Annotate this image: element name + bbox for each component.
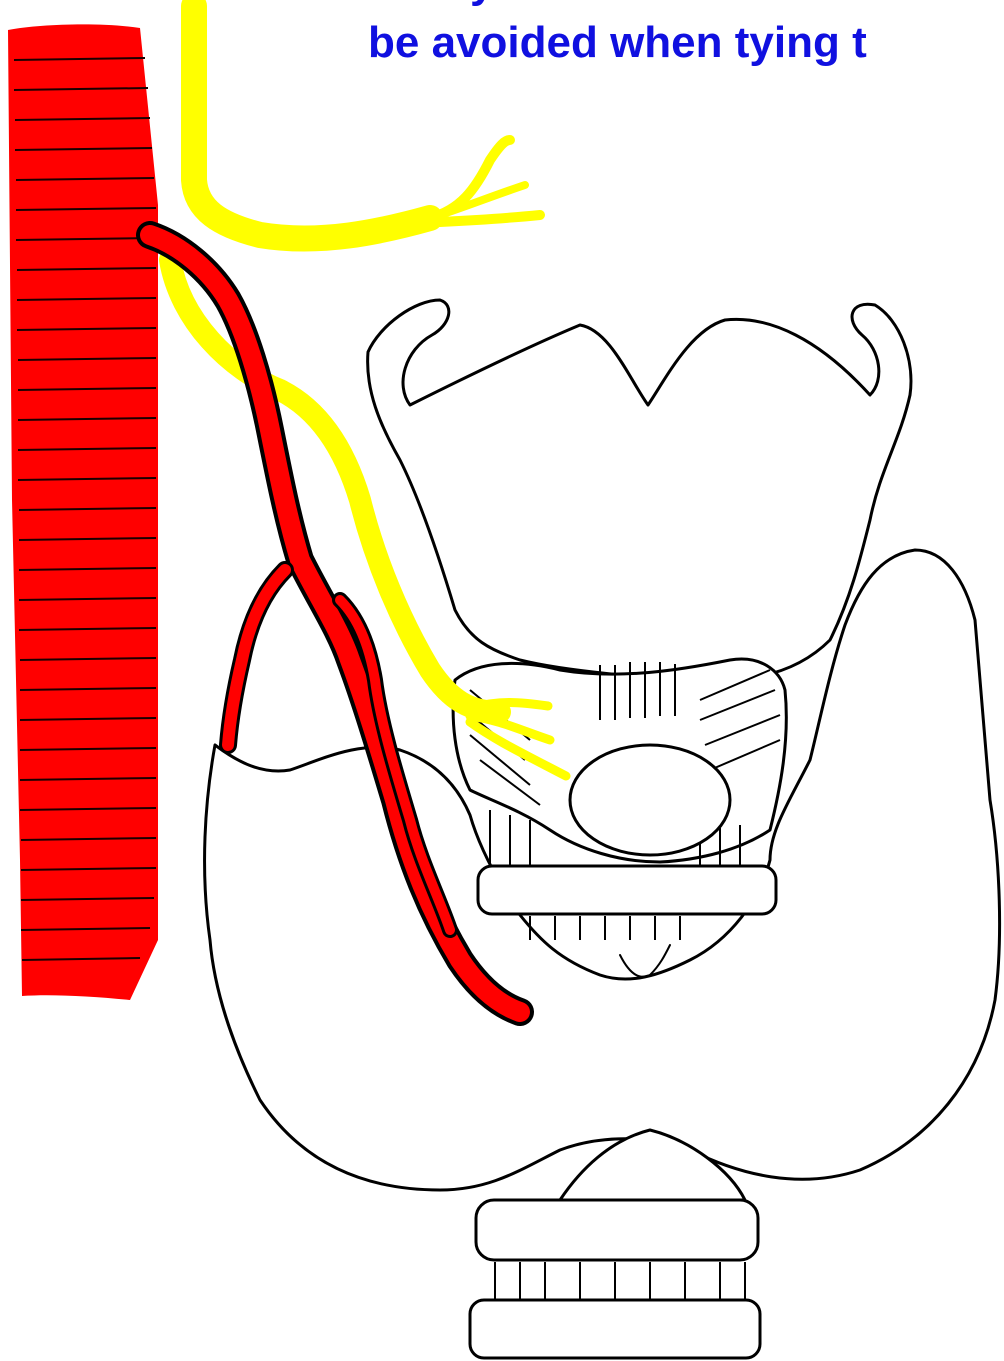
cricoid-prominence bbox=[570, 745, 730, 855]
superior-laryngeal-nerve-branch-lower bbox=[440, 215, 540, 222]
cricoid-ring bbox=[478, 866, 776, 914]
thyroid-cartilage bbox=[368, 300, 911, 680]
superior-laryngeal-nerve-trunk bbox=[194, 6, 430, 239]
superior-laryngeal-nerve-branch-mid bbox=[440, 185, 525, 215]
tracheal-gap-hatching-1 bbox=[530, 916, 680, 940]
tracheal-gap-hatching-2 bbox=[495, 1262, 745, 1300]
tracheal-ring-1 bbox=[476, 1200, 758, 1260]
tracheal-ring-2 bbox=[470, 1300, 760, 1358]
carotid-artery bbox=[8, 24, 158, 1000]
